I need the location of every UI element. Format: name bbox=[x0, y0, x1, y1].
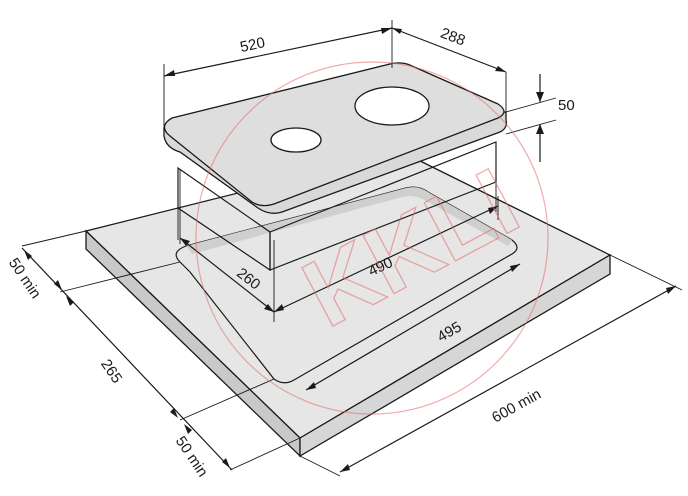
countertop-cutout bbox=[175, 186, 518, 384]
label-hob-height: 50 bbox=[558, 97, 575, 114]
label-front-clearance: 50 min bbox=[172, 433, 211, 480]
cutout-opening bbox=[175, 186, 518, 384]
watermark-ring bbox=[195, 61, 549, 415]
label-hob-depth: 288 bbox=[438, 25, 467, 50]
label-rear-clearance: 50 min bbox=[5, 255, 44, 302]
label-hob-width: 520 bbox=[239, 34, 267, 56]
dimension-lines bbox=[21, 20, 683, 477]
large-cooking-zone bbox=[354, 86, 430, 126]
label-counter-depth: 265 bbox=[97, 356, 125, 386]
hob-body bbox=[177, 141, 497, 272]
small-cooking-zone bbox=[270, 127, 322, 153]
label-counter-width: 600 min bbox=[489, 386, 544, 427]
hob-glass-top bbox=[163, 62, 508, 214]
countertop-right-face bbox=[299, 253, 611, 458]
